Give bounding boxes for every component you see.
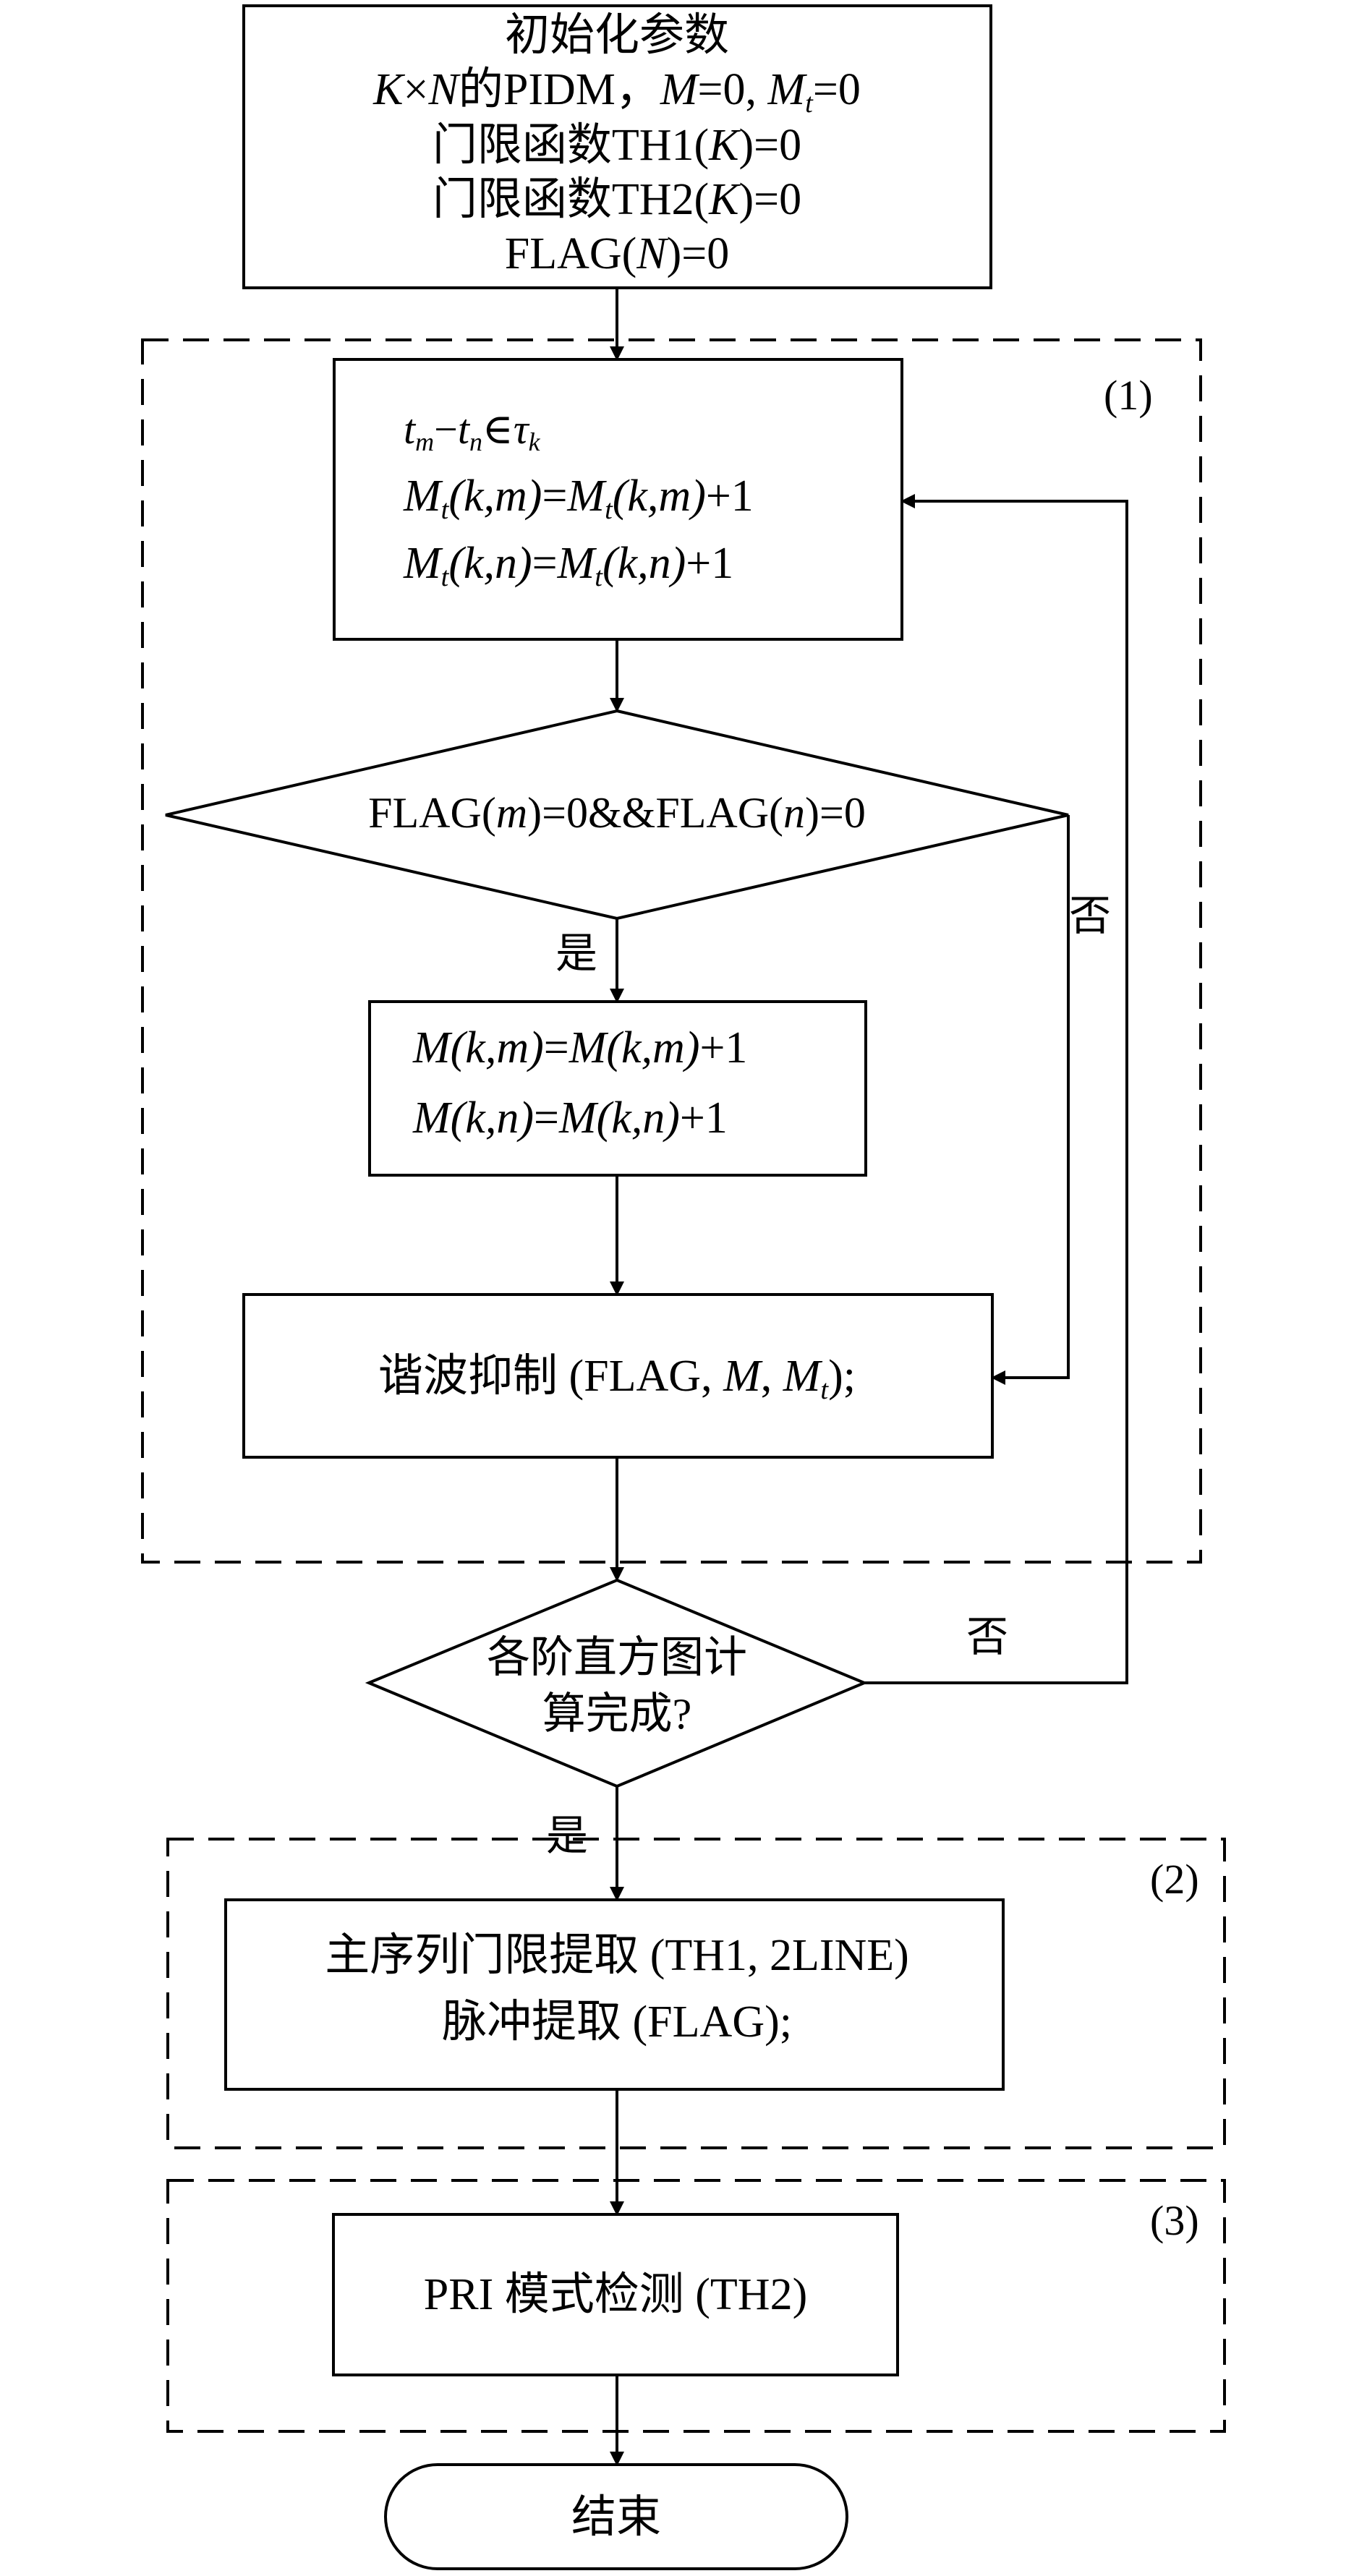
init-line-4: 门限函数TH2(K)=0 bbox=[432, 175, 802, 224]
threshold-extraction-box bbox=[224, 1898, 1005, 2091]
loop-no-label: 否 bbox=[966, 1613, 1009, 1660]
end-text: 结束 bbox=[571, 2493, 662, 2542]
init-line-2: K×N的PIDM，M=0, Mt=0 bbox=[373, 65, 861, 119]
init-line-5: FLAG(N)=0 bbox=[504, 229, 730, 278]
update-line-1: tm−tn∈τk bbox=[404, 406, 540, 457]
arrow-loop-no-back bbox=[864, 494, 1128, 1684]
extraction-line-2: 脉冲提取 (FLAG); bbox=[442, 1997, 792, 2047]
update-line-2: Mt(k,m)=Mt(k,m)+1 bbox=[404, 472, 754, 525]
section-3-frame bbox=[166, 2179, 1226, 2433]
init-line-1: 初始化参数 bbox=[504, 11, 730, 60]
section-1-frame bbox=[141, 338, 1202, 1564]
flag-decision-text: FLAG(m)=0&&FLAG(n)=0 bbox=[368, 789, 866, 837]
decision-no-label: 否 bbox=[1069, 892, 1112, 939]
increment-line-1: M(k,m)=M(k,m)+1 bbox=[413, 1023, 748, 1072]
loop-decision-diamond bbox=[365, 1578, 869, 1788]
pri-detection-text: PRI 模式检测 (TH2) bbox=[423, 2270, 808, 2319]
extraction-line-1: 主序列门限提取 (TH1, 2LINE) bbox=[325, 1931, 909, 1980]
update-line-3: Mt(k,n)=Mt(k,n)+1 bbox=[404, 539, 734, 592]
arrow-no-to-harmonic bbox=[991, 815, 1070, 1385]
loop-decision-line-1: 各阶直方图计 bbox=[487, 1634, 747, 1681]
section-3-label: (3) bbox=[1150, 2197, 1199, 2244]
section-1-label: (1) bbox=[1104, 372, 1153, 419]
decision-yes-label: 是 bbox=[555, 930, 598, 977]
loop-decision-line-2: 算完成? bbox=[542, 1690, 692, 1738]
increment-line-2: M(k,n)=M(k,n)+1 bbox=[413, 1093, 728, 1143]
section-2-label: (2) bbox=[1150, 1856, 1199, 1903]
loop-yes-label: 是 bbox=[546, 1812, 589, 1859]
section-2-frame bbox=[166, 1838, 1226, 2149]
init-line-3: 门限函数TH1(K)=0 bbox=[432, 121, 802, 170]
harmonic-suppression-text: 谐波抑制 (FLAG, M, Mt); bbox=[378, 1352, 856, 1405]
